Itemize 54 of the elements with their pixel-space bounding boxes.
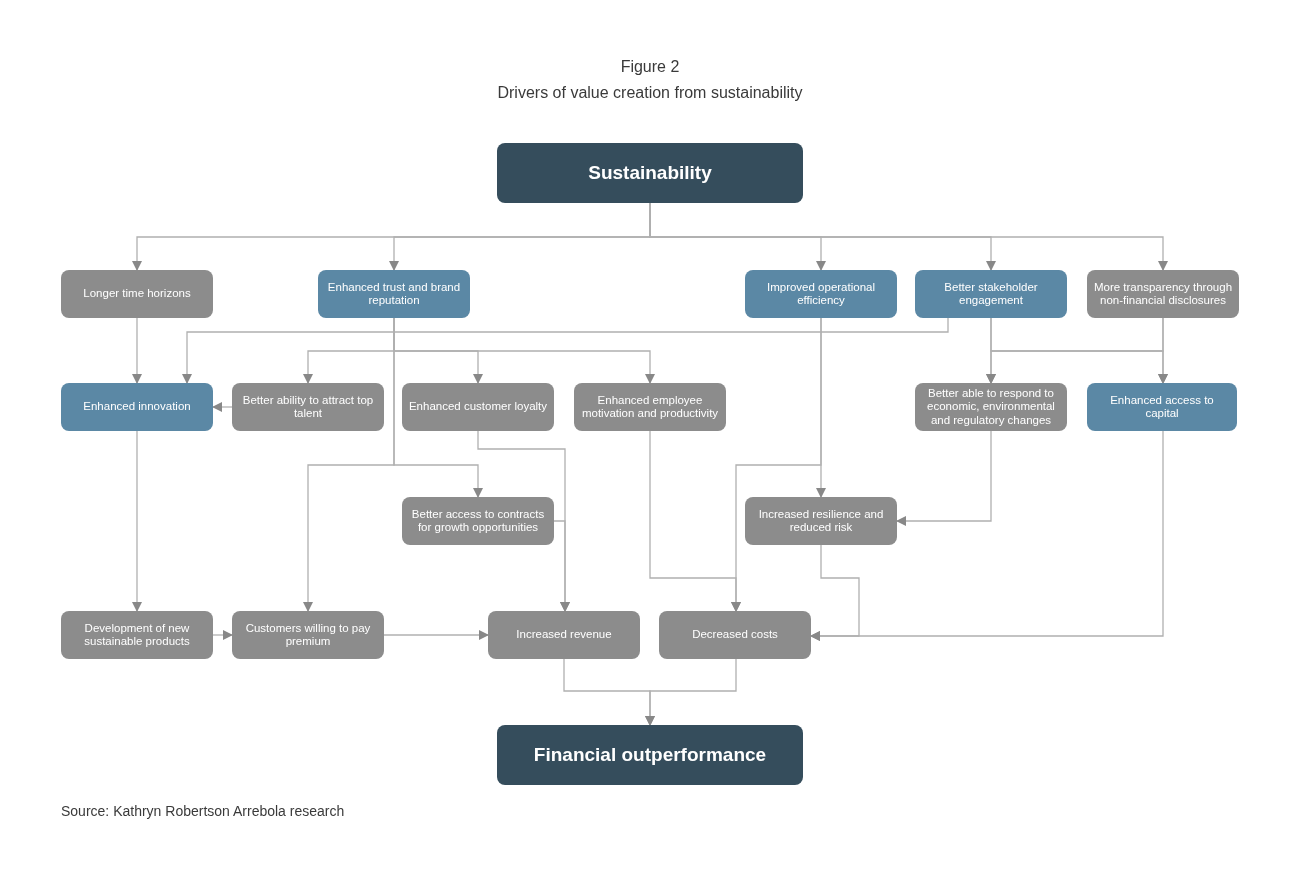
box-label: Better ability to attract top talent (241, 393, 375, 421)
box-label: Decreased costs (692, 628, 778, 642)
figure-number: Figure 2 (619, 58, 681, 76)
box-label: Increased revenue (516, 628, 612, 642)
box-label: Development of new sustainable products (83, 621, 191, 649)
process-box (574, 383, 726, 431)
arrow (212, 402, 233, 412)
highlight-box (318, 270, 470, 318)
box-label: Better able to respond to economic, environmental and regulatory changes (926, 386, 1056, 428)
box-label: Sustainability (588, 162, 712, 184)
arrow (649, 430, 741, 612)
arrow (645, 658, 737, 726)
box-label: Improved operational efficiency (765, 280, 876, 308)
arrow (132, 317, 142, 384)
box-label: Customers willing to pay premium (244, 621, 372, 649)
process-box (232, 383, 384, 431)
process-box (402, 497, 554, 545)
main-box (497, 725, 803, 785)
box-label: Financial outperformance (533, 744, 767, 766)
process-box (232, 611, 384, 659)
box-label: Longer time horizons (83, 287, 191, 301)
figure-title: Drivers of value creation from sustainability (496, 84, 804, 102)
box-label: Increased resilience and reduced risk (757, 507, 885, 535)
highlight-box (61, 383, 213, 431)
arrow (810, 430, 1164, 641)
process-box (402, 383, 554, 431)
process-box (488, 611, 640, 659)
process-box (1087, 270, 1239, 318)
arrow (383, 630, 489, 640)
process-box (745, 497, 897, 545)
source-note: Source: Kathryn Robertson Arrebola research (61, 803, 346, 819)
arrow (212, 630, 233, 640)
main-box (497, 143, 803, 203)
box-label: Enhanced trust and brand reputation (326, 280, 462, 308)
arrow (553, 520, 570, 612)
arrow (393, 317, 483, 498)
highlight-box (915, 270, 1067, 318)
arrow (896, 430, 992, 526)
process-box (61, 611, 213, 659)
box-label: Enhanced access to capital (1109, 393, 1215, 421)
arrow (132, 430, 142, 612)
highlight-box (1087, 383, 1237, 431)
highlight-box (745, 270, 897, 318)
box-label: Enhanced customer loyalty (408, 400, 548, 414)
box-label: Better access to contracts for growth opportunities (410, 507, 546, 535)
box-label: More transparency through non-financial disclosures (1093, 280, 1233, 308)
process-box (61, 270, 213, 318)
box-label: Enhanced employee motivation and productivity (580, 393, 720, 421)
arrow (182, 317, 949, 384)
box-label: Enhanced innovation (83, 400, 191, 414)
arrow (1158, 317, 1168, 384)
process-box (915, 383, 1067, 431)
box-label: Better stakeholder engagement (943, 280, 1039, 308)
process-box (659, 611, 811, 659)
